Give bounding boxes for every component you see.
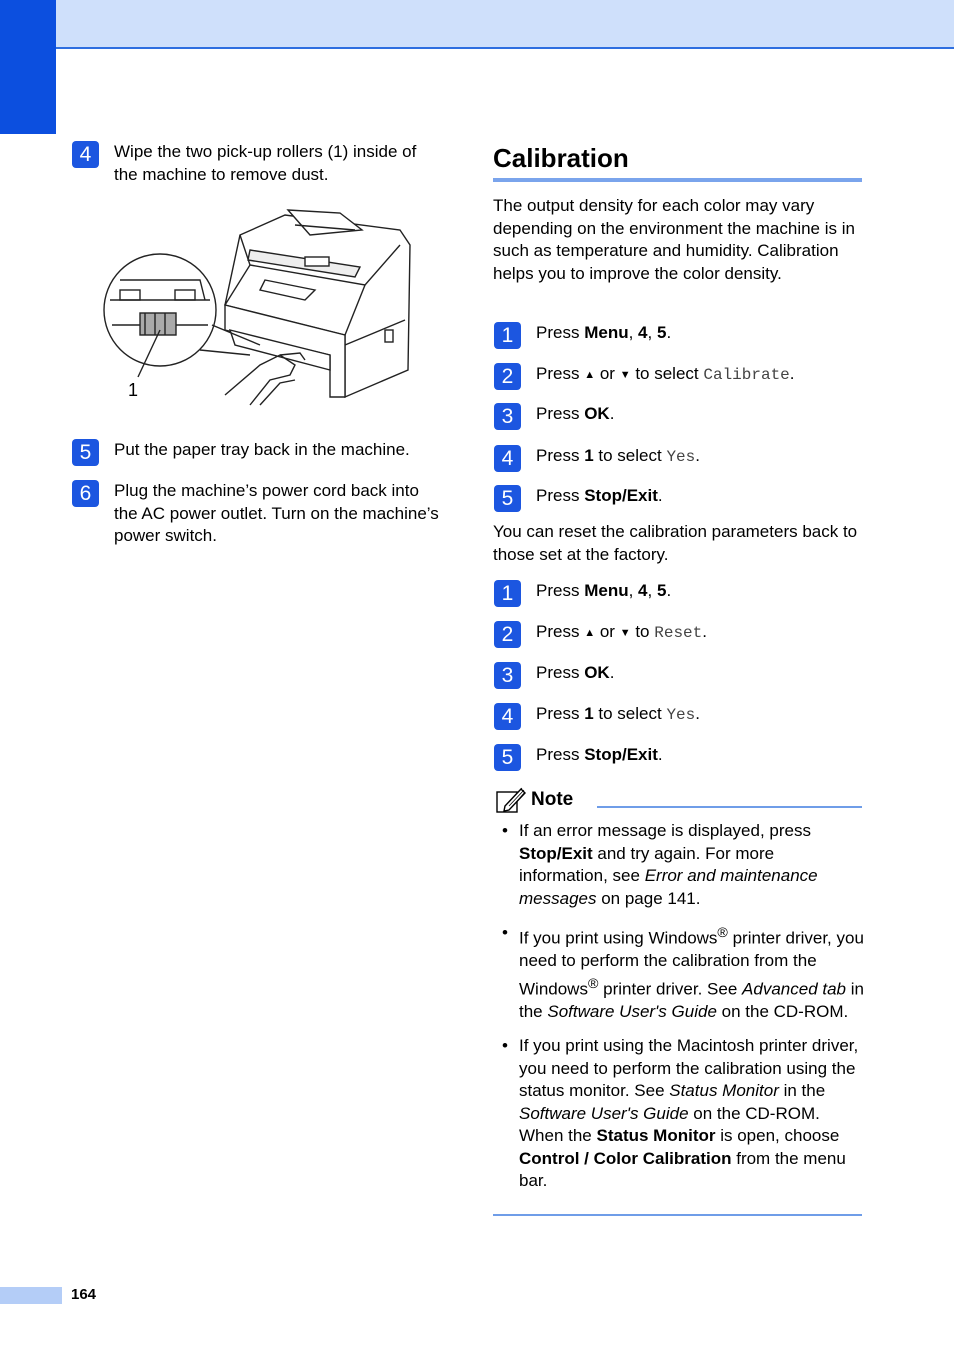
title-rule xyxy=(493,178,862,182)
reset-step-2: 2 Press ▲ or ▼ to Reset. xyxy=(494,621,856,648)
step-text: Press Menu, 4, 5. xyxy=(536,581,672,600)
note-rule xyxy=(597,806,862,808)
calibrate-step-3: 3 Press OK. xyxy=(494,403,856,430)
reset-paragraph: You can reset the calibration parameters… xyxy=(493,522,858,564)
page-title: Calibration xyxy=(493,143,629,173)
step-number: 3 xyxy=(494,403,521,430)
step-number: 5 xyxy=(72,439,99,466)
calibrate-step-2: 2 Press ▲ or ▼ to select Calibrate. xyxy=(494,363,856,390)
calibrate-step-4: 4 Press 1 to select Yes. xyxy=(494,445,856,472)
step-number: 4 xyxy=(494,445,521,472)
step-number: 4 xyxy=(72,141,99,168)
step-text: Press ▲ or ▼ to Reset. xyxy=(536,622,707,642)
reset-step-1: 1 Press Menu, 4, 5. xyxy=(494,580,856,607)
page-number-bar xyxy=(0,1287,62,1304)
note-item: If an error message is displayed, press … xyxy=(500,820,864,910)
step-number: 3 xyxy=(494,662,521,689)
step-5-left: 5 Put the paper tray back in the machine… xyxy=(72,439,444,466)
note-end-rule xyxy=(493,1214,862,1216)
step-6-left: 6 Plug the machine’s power cord back int… xyxy=(72,480,444,548)
calibrate-step-5: 5 Press Stop/Exit. xyxy=(494,485,856,512)
up-arrow-icon: ▲ xyxy=(584,369,596,381)
step-text: Press 1 to select Yes. xyxy=(536,446,700,466)
step-number: 6 xyxy=(72,480,99,507)
intro-paragraph: The output density for each color may va… xyxy=(493,196,855,283)
step-text: Press OK. xyxy=(536,404,615,423)
note-header: Note xyxy=(495,786,573,814)
step-number: 1 xyxy=(494,580,521,607)
step-text: Press OK. xyxy=(536,663,615,682)
page-number: 164 xyxy=(71,1286,97,1303)
step-text: Press ▲ or ▼ to select Calibrate. xyxy=(536,364,795,384)
up-arrow-icon: ▲ xyxy=(584,627,596,639)
step-number: 4 xyxy=(494,703,521,730)
step-number: 1 xyxy=(494,322,521,349)
note-item: If you print using the Macintosh printer… xyxy=(500,1035,864,1193)
step-number: 2 xyxy=(494,621,521,648)
step-text: Wipe the two pick-up rollers (1) inside … xyxy=(114,142,417,184)
step-text: Put the paper tray back in the machine. xyxy=(114,440,410,459)
printer-illustration: 1 xyxy=(103,209,411,406)
reset-step-3: 3 Press OK. xyxy=(494,662,856,689)
step-text: Press Stop/Exit. xyxy=(536,745,663,764)
header-band xyxy=(0,0,954,49)
note-item: If you print using Windows® printer driv… xyxy=(500,922,864,1023)
note-label: Note xyxy=(531,788,574,810)
callout-label: 1 xyxy=(128,380,138,400)
step-text: Press 1 to select Yes. xyxy=(536,704,700,724)
down-arrow-icon: ▼ xyxy=(619,369,631,381)
step-text: Press Stop/Exit. xyxy=(536,486,663,505)
calibrate-step-1: 1 Press Menu, 4, 5. xyxy=(494,322,856,349)
down-arrow-icon: ▼ xyxy=(619,627,631,639)
note-pencil-icon xyxy=(496,787,526,813)
step-text: Press Menu, 4, 5. xyxy=(536,323,672,342)
step-number: 5 xyxy=(494,485,521,512)
reset-step-4: 4 Press 1 to select Yes. xyxy=(494,703,856,730)
step-4-left: 4 Wipe the two pick-up rollers (1) insid… xyxy=(72,141,444,186)
step-number: 5 xyxy=(494,744,521,771)
step-number: 2 xyxy=(494,363,521,390)
chapter-tab xyxy=(0,0,56,134)
step-text: Plug the machine’s power cord back into … xyxy=(114,481,439,545)
reset-step-5: 5 Press Stop/Exit. xyxy=(494,744,856,771)
note-list: If an error message is displayed, press … xyxy=(500,820,864,1205)
